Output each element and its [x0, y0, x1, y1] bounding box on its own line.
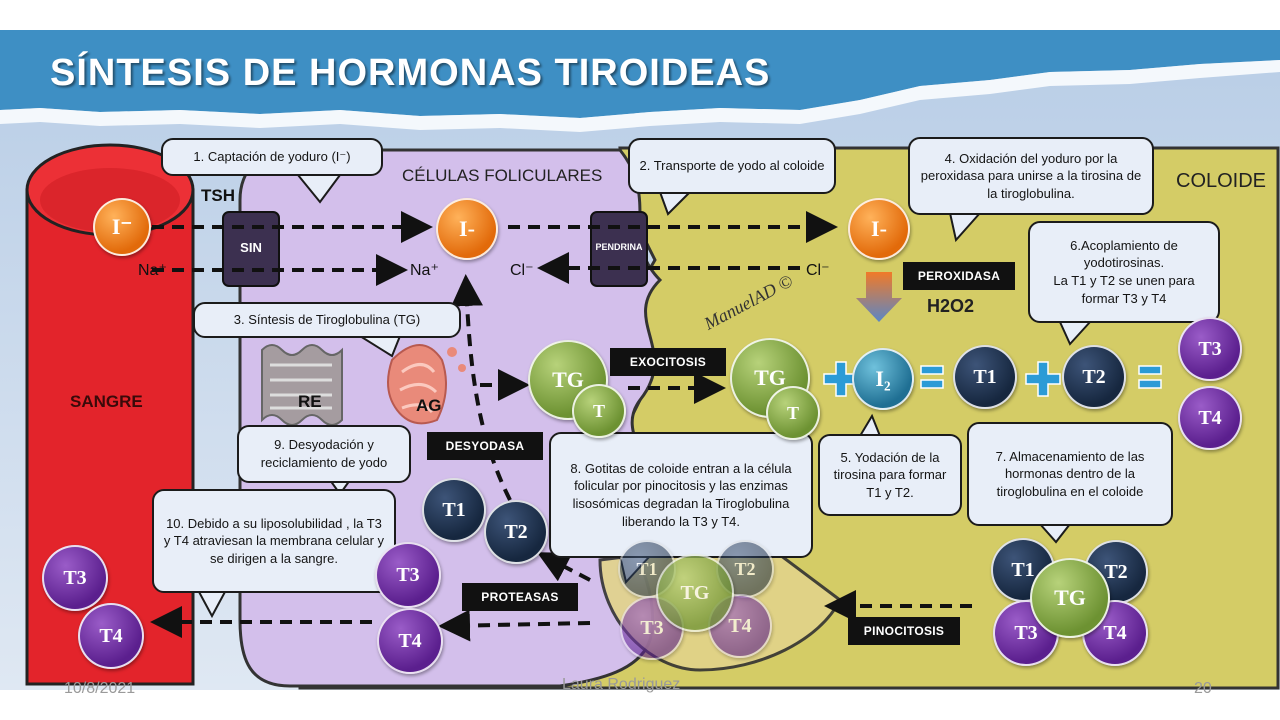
pinocitosis-tag: PINOCITOSIS — [848, 617, 960, 645]
desyodasa-tag: DESYODASA — [427, 432, 543, 460]
equals-sign-1 — [920, 365, 944, 375]
t4-product: T4 — [1178, 386, 1242, 450]
step-1-bubble: 1. Captación de yoduro (I⁻) — [161, 138, 383, 176]
region-label-sangre: SANGRE — [70, 392, 143, 411]
proteasas-tag: PROTEASAS — [462, 583, 578, 611]
step-2-bubble: 2. Transporte de yodo al coloide — [628, 138, 836, 194]
t4-released: T4 — [377, 608, 443, 674]
exocitosis-tag: EXOCITOSIS — [610, 348, 726, 376]
step-10-bubble: 10. Debido a su liposolubilidad , la T3 … — [152, 489, 396, 593]
iodide-molecule-blood: I⁻ — [93, 198, 151, 256]
t3-blood: T3 — [42, 545, 108, 611]
plus-sign-2 — [1025, 361, 1061, 397]
peroxidasa-tag: PEROXIDASA — [903, 262, 1015, 290]
thyroglobulin-droplet: TG — [656, 554, 734, 632]
region-label-celulas: CÉLULAS FOLICULARES — [402, 166, 603, 185]
step-9-bubble: 9. Desyodación y reciclamiento de yodo — [237, 425, 411, 483]
title-banner — [0, 30, 1280, 118]
region-label-coloide: COLOIDE — [1176, 170, 1267, 192]
pendrina-label: PENDRINA — [595, 242, 643, 252]
peroxidase-arrow — [856, 272, 902, 322]
footer-page-number: 20 — [1194, 680, 1212, 697]
t4-stored: T4 — [1082, 600, 1148, 666]
re-label: RE — [298, 392, 322, 411]
t4-droplet: T4 — [708, 594, 772, 658]
banner-torn-edge — [0, 60, 1280, 132]
arrow-recycle-iodine — [450, 274, 512, 501]
tsh-label: TSH — [201, 186, 235, 205]
iodine-molecule: I₂ — [852, 348, 914, 410]
sodium-label-blood: Na⁺ — [138, 262, 167, 279]
tyrosine-colloid: T — [766, 386, 820, 440]
step-3-bubble: 3. Síntesis de Tiroglobulina (TG) — [193, 302, 461, 338]
equals-sign-2 — [1138, 365, 1162, 375]
t2-recycled: T2 — [484, 500, 548, 564]
step-6-bubble: 6.Acoplamiento de yodotirosinas. La T1 y… — [1028, 221, 1220, 323]
footer-author: Laura Rodriguez — [562, 676, 681, 693]
footer-date: 10/8/2021 — [64, 680, 136, 697]
iodide-molecule-cell: I- — [436, 198, 498, 260]
h2o2-label: H2O2 — [927, 296, 975, 316]
sin-transporter — [222, 211, 280, 287]
step-7-bubble: 7. Almacenamiento de las hormonas dentro… — [967, 422, 1173, 526]
t4-blood: T4 — [78, 603, 144, 669]
chloride-label-cell: Cl⁻ — [510, 262, 534, 279]
step-4-bubble: 4. Oxidación del yoduro por la peroxidas… — [908, 137, 1154, 215]
sin-label: SIN — [240, 240, 262, 255]
sodium-label-cell: Na⁺ — [410, 262, 439, 279]
thyroglobulin-stored: TG — [1030, 558, 1110, 638]
t3-product: T3 — [1178, 317, 1242, 381]
ag-label: AG — [416, 396, 442, 415]
chloride-label-colloid: Cl⁻ — [806, 262, 830, 279]
step-5-bubble: 5. Yodación de la tirosina para formar T… — [818, 434, 962, 516]
reaction-operators — [823, 361, 1162, 397]
iodide-molecule-colloid: I- — [848, 198, 910, 260]
page-title: SÍNTESIS DE HORMONAS TIROIDEAS — [50, 52, 771, 94]
arrow-proteases-left — [438, 609, 591, 642]
arrow-proteases-up — [536, 552, 591, 582]
endoplasmic-reticulum-icon — [261, 344, 343, 426]
transport-arrows — [150, 211, 972, 642]
t1-recycled: T1 — [422, 478, 486, 542]
t3-released: T3 — [375, 542, 441, 608]
t1-reaction: T1 — [953, 345, 1017, 409]
t2-reaction: T2 — [1062, 345, 1126, 409]
tyrosine-cell: T — [572, 384, 626, 438]
step-8-bubble: 8. Gotitas de coloide entran a la célula… — [549, 432, 813, 558]
